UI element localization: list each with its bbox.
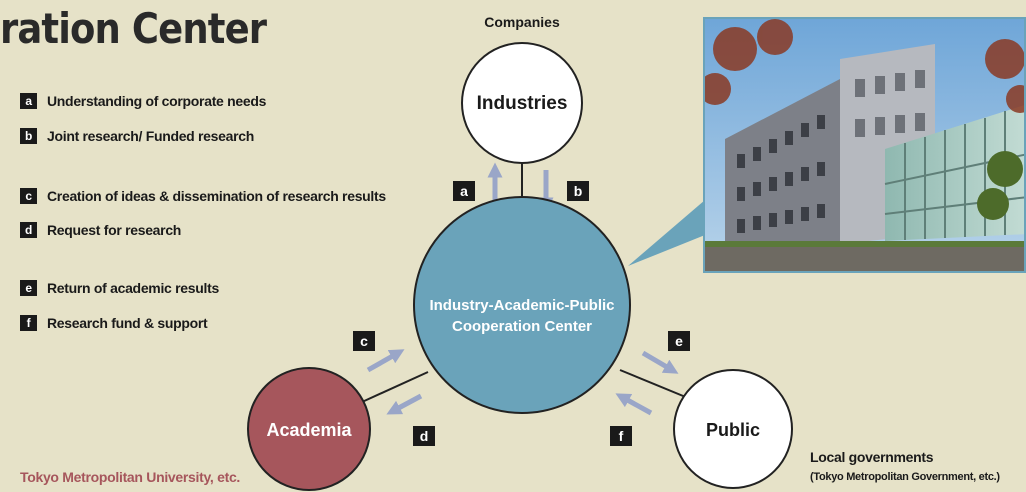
public-caption-line2: (Tokyo Metropolitan Government, etc.) xyxy=(810,471,1000,483)
center-node-line2: Cooperation Center xyxy=(452,318,592,335)
academia-label: Academia xyxy=(266,420,352,440)
legend-text: Research fund & support xyxy=(47,315,208,331)
page-title: ration Center xyxy=(0,4,267,53)
legend-key: b xyxy=(20,128,37,144)
flow-key-c: c xyxy=(353,331,375,351)
industries-caption: Companies xyxy=(484,14,560,30)
flow-key-b-label: b xyxy=(574,183,583,199)
arrow-d xyxy=(386,393,423,415)
legend-key: e xyxy=(20,280,37,296)
building-illustration xyxy=(705,19,1024,271)
legend-item-f: f Research fund & support xyxy=(20,315,208,331)
flow-key-a-label: a xyxy=(460,183,468,199)
flow-key-b: b xyxy=(567,181,589,201)
industries-node: Industries xyxy=(461,42,583,164)
public-caption-line1: Local governments xyxy=(810,449,934,465)
legend-item-d: d Request for research xyxy=(20,222,181,238)
public-node: Public xyxy=(673,369,793,489)
legend-text: Creation of ideas & dissemination of res… xyxy=(47,188,386,204)
industries-label: Industries xyxy=(477,93,568,114)
connector-academia xyxy=(361,371,429,403)
flow-key-f-label: f xyxy=(619,428,624,444)
legend-text: Joint research/ Funded research xyxy=(47,128,255,144)
academia-node: Academia xyxy=(247,367,371,491)
photo-callout-wedge xyxy=(628,200,705,266)
flow-key-e: e xyxy=(668,331,690,351)
legend-key: c xyxy=(20,188,37,204)
center-node: Industry-Academic-Public Cooperation Cen… xyxy=(413,196,631,414)
flow-key-d-label: d xyxy=(420,428,429,444)
academia-caption: Tokyo Metropolitan University, etc. xyxy=(20,469,241,485)
legend-item-c: c Creation of ideas & dissemination of r… xyxy=(20,188,386,204)
legend-text: Return of academic results xyxy=(47,280,219,296)
legend-key: d xyxy=(20,222,37,238)
flow-key-d: d xyxy=(413,426,435,446)
arrow-f xyxy=(615,393,653,416)
flow-key-a: a xyxy=(453,181,475,201)
flow-key-e-label: e xyxy=(675,333,683,349)
center-node-line1: Industry-Academic-Public xyxy=(429,297,614,314)
connector-public xyxy=(619,369,689,399)
flow-key-c-label: c xyxy=(360,333,368,349)
legend-key: f xyxy=(20,315,37,331)
public-label: Public xyxy=(706,420,760,440)
legend-item-a: a Understanding of corporate needs xyxy=(20,93,266,109)
building-photo xyxy=(703,17,1026,273)
arrow-e xyxy=(641,350,679,374)
legend-key: a xyxy=(20,93,37,109)
arrow-c xyxy=(366,349,405,373)
legend-item-e: e Return of academic results xyxy=(20,280,219,296)
flow-key-f: f xyxy=(610,426,632,446)
legend-text: Request for research xyxy=(47,222,182,238)
legend-text: Understanding of corporate needs xyxy=(47,93,267,109)
legend-item-b: b Joint research/ Funded research xyxy=(20,128,254,144)
